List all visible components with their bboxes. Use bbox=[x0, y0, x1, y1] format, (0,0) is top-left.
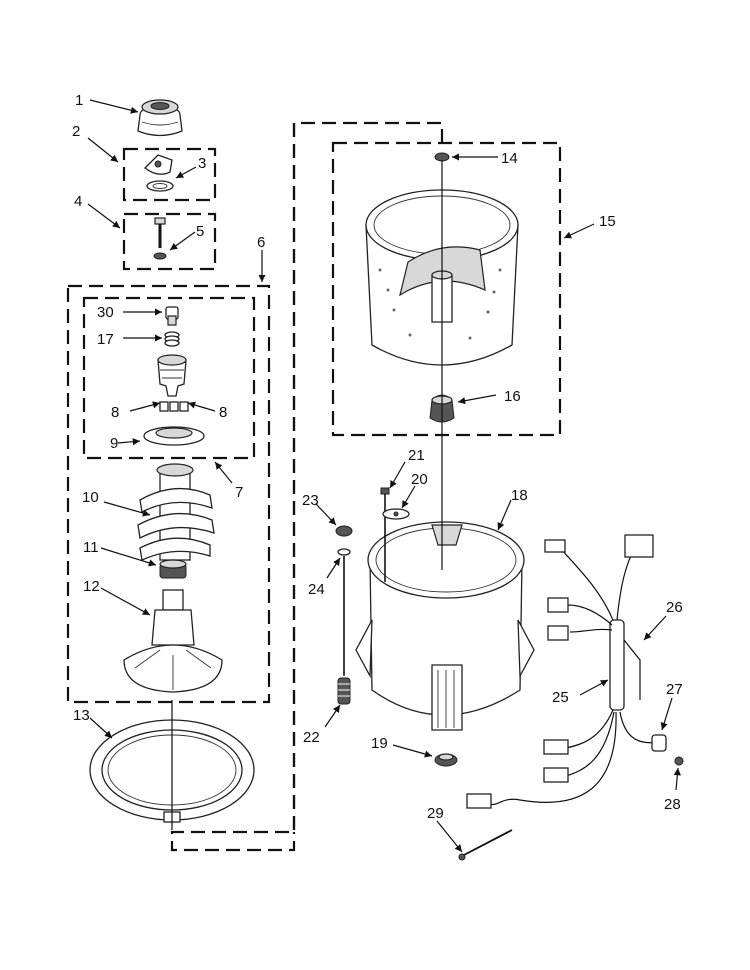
callout-17: 17 bbox=[97, 331, 114, 348]
callout-7: 7 bbox=[235, 484, 243, 501]
group-box-15 bbox=[331, 141, 562, 437]
group-box-2 bbox=[122, 147, 217, 202]
callout-23: 23 bbox=[302, 492, 319, 509]
callout-4: 4 bbox=[74, 193, 82, 210]
part-1-agitator-cap bbox=[137, 99, 183, 137]
harness-connectors bbox=[466, 534, 654, 809]
callout-8-left: 8 bbox=[111, 404, 119, 421]
part-30-cam bbox=[165, 306, 179, 326]
callout-1: 1 bbox=[75, 92, 83, 109]
part-29-wire-tie bbox=[458, 829, 513, 861]
part-8-dogs bbox=[159, 401, 189, 412]
group-box-6 bbox=[66, 284, 271, 704]
group-box-4 bbox=[122, 212, 217, 271]
callout-24: 24 bbox=[308, 581, 325, 598]
callout-25: 25 bbox=[552, 689, 569, 706]
callout-12: 12 bbox=[83, 578, 100, 595]
part-19-tub-nut bbox=[434, 753, 458, 767]
callout-30: 30 bbox=[97, 304, 114, 321]
part-20-bracket bbox=[382, 508, 410, 520]
callout-3: 3 bbox=[198, 155, 206, 172]
part-25-wire-harness bbox=[466, 534, 661, 809]
part-23-cap bbox=[335, 525, 353, 537]
callout-2: 2 bbox=[72, 123, 80, 140]
group-box-7 bbox=[82, 296, 256, 460]
leader-lines bbox=[87, 99, 681, 853]
callout-labels: 1 2 3 4 5 6 30 17 8 8 9 7 10 11 12 13 14… bbox=[72, 92, 683, 822]
callout-20: 20 bbox=[411, 471, 428, 488]
part-14-nut bbox=[434, 152, 450, 162]
callout-27: 27 bbox=[666, 681, 683, 698]
callout-5: 5 bbox=[196, 223, 204, 240]
group-connector-dashes bbox=[170, 121, 444, 852]
callout-28: 28 bbox=[664, 796, 681, 813]
callout-13: 13 bbox=[73, 707, 90, 724]
callout-9: 9 bbox=[110, 435, 118, 452]
part-17-spring bbox=[164, 331, 180, 347]
callout-14: 14 bbox=[501, 150, 518, 167]
callout-8-right: 8 bbox=[219, 404, 227, 421]
part-21-screw bbox=[380, 487, 390, 582]
callout-21: 21 bbox=[408, 447, 425, 464]
callout-22: 22 bbox=[303, 729, 320, 746]
callout-18: 18 bbox=[511, 487, 528, 504]
part-27-ground-clip bbox=[651, 734, 667, 752]
part-26-cable-tie bbox=[623, 639, 641, 700]
part-5-bolt bbox=[153, 217, 167, 260]
callout-10: 10 bbox=[82, 489, 99, 506]
part-3-seal bbox=[144, 154, 174, 192]
part-18-outer-tub bbox=[355, 521, 535, 731]
callout-29: 29 bbox=[427, 805, 444, 822]
part-dog-cam-assembly bbox=[157, 354, 187, 397]
callout-16: 16 bbox=[504, 388, 521, 405]
part-11-clutch bbox=[159, 559, 187, 579]
callout-6: 6 bbox=[257, 234, 265, 251]
callout-15: 15 bbox=[599, 213, 616, 230]
callout-26: 26 bbox=[666, 599, 683, 616]
part-9-cam-plate bbox=[143, 426, 205, 446]
callout-11: 11 bbox=[83, 539, 99, 556]
part-24-clip bbox=[337, 548, 351, 676]
part-10-auger bbox=[137, 463, 215, 561]
callout-19: 19 bbox=[371, 735, 388, 752]
part-12-agitator-base bbox=[123, 589, 223, 693]
part-22-spring bbox=[337, 677, 351, 705]
part-28-screw bbox=[674, 756, 684, 766]
